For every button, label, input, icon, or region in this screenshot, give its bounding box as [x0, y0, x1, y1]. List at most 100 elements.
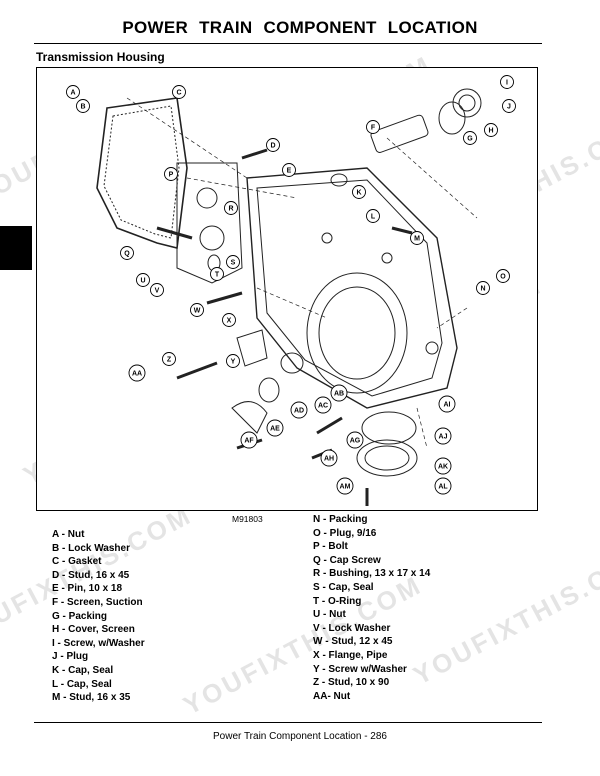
legend-item: B - Lock Washer [52, 542, 130, 554]
callout-ae: AE [266, 419, 284, 437]
legend-item: X - Flange, Pipe [313, 649, 388, 661]
legend-item: M - Stud, 16 x 35 [52, 692, 131, 704]
callout-label: A [70, 90, 75, 97]
callout-label: Q [124, 251, 130, 258]
callout-label: AA [132, 371, 142, 378]
callout-a: A [66, 85, 80, 99]
callout-z: Z [162, 352, 176, 366]
callout-label: AF [244, 438, 254, 445]
callout-ag: AG [346, 431, 364, 449]
callout-label: AD [294, 408, 304, 415]
section-tab [0, 226, 32, 270]
callout-c: C [172, 85, 186, 99]
legend-item: C - Gasket [52, 556, 102, 568]
callout-n: N [476, 281, 490, 295]
callout-label: J [507, 104, 511, 111]
legend-item: R - Bushing, 13 x 17 x 14 [313, 568, 431, 580]
callout-s: S [226, 255, 240, 269]
callout-label: N [480, 286, 485, 293]
callout-ac: AC [314, 396, 332, 414]
callout-label: G [467, 136, 473, 143]
legend-item: A - Nut [52, 529, 85, 540]
callout-af: AF [240, 431, 258, 449]
legend-item: S - Cap, Seal [313, 581, 374, 593]
callout-b: B [76, 99, 90, 113]
callout-label: AI [444, 402, 451, 409]
callout-am: AM [336, 477, 354, 495]
callout-j: J [502, 99, 516, 113]
legend-item: D - Stud, 16 x 45 [52, 569, 130, 581]
callout-label: AG [350, 438, 361, 445]
callout-label: K [356, 190, 361, 197]
callout-label: AM [340, 484, 351, 491]
legend-item: L - Cap, Seal [52, 678, 112, 690]
callout-t: T [210, 267, 224, 281]
callout-aa: AA [128, 364, 146, 382]
callout-o: O [496, 269, 510, 283]
legend-left: A - Nut B - Lock Washer C - Gasket D - S… [52, 528, 145, 705]
callout-l: L [366, 209, 380, 223]
callout-label: W [194, 308, 201, 315]
callout-label: B [80, 104, 85, 111]
legend-item: P - Bolt [313, 541, 348, 553]
footer-rule [34, 722, 542, 723]
callout-label: AE [270, 426, 280, 433]
page-footer: Power Train Component Location - 286 [213, 731, 387, 742]
legend-item: H - Cover, Screen [52, 624, 135, 636]
callout-m: M [410, 231, 424, 245]
figure-code: M91803 [232, 514, 263, 524]
callout-label: Y [231, 359, 236, 366]
callout-ad: AD [290, 401, 308, 419]
legend-item: J - Plug [52, 651, 89, 663]
callout-f: F [366, 120, 380, 134]
callout-label: F [371, 125, 376, 132]
title-rule [34, 43, 542, 44]
callout-label: AC [318, 403, 328, 410]
callout-ai: AI [438, 395, 456, 413]
callout-label: U [140, 278, 145, 285]
callout-label: V [155, 288, 160, 295]
legend-item: N - Packing [313, 514, 368, 525]
callout-label: I [506, 80, 508, 87]
legend-item: Q - Cap Screw [313, 554, 381, 566]
callout-v: V [150, 283, 164, 297]
callout-label: AH [324, 456, 334, 463]
legend-item: E - Pin, 10 x 18 [52, 583, 123, 595]
legend-item: U - Nut [313, 609, 346, 621]
legend-item: T - O-Ring [313, 595, 362, 607]
callout-e: E [282, 163, 296, 177]
callout-label: C [176, 90, 181, 97]
callout-aj: AJ [434, 427, 452, 445]
callout-u: U [136, 273, 150, 287]
callout-label: X [227, 318, 232, 325]
section-heading: Transmission Housing [36, 50, 165, 64]
callout-label: AJ [439, 434, 448, 441]
callout-label: AK [438, 464, 448, 471]
callout-w: W [190, 303, 204, 317]
legend-item: V - Lock Washer [313, 622, 391, 634]
legend-item: F - Screen, Suction [52, 596, 143, 608]
callout-label: S [231, 260, 236, 267]
callout-y: Y [226, 354, 240, 368]
callout-d: D [266, 138, 280, 152]
callout-ak: AK [434, 457, 452, 475]
callout-ab: AB [330, 384, 348, 402]
callout-ah: AH [320, 449, 338, 467]
callout-al: AL [434, 477, 452, 495]
legend-right: N - Packing O - Plug, 9/16 P - Bolt Q - … [313, 513, 430, 703]
page-title: POWER TRAIN COMPONENT LOCATION [122, 18, 478, 37]
callout-h: H [484, 123, 498, 137]
callout-q: Q [120, 246, 134, 260]
callout-label: T [215, 272, 220, 279]
legend-item: W - Stud, 12 x 45 [313, 636, 393, 648]
callout-label: H [488, 128, 493, 135]
callout-x: X [222, 313, 236, 327]
callout-g: G [463, 131, 477, 145]
legend-item: O - Plug, 9/16 [313, 527, 377, 539]
legend-item: G - Packing [52, 610, 108, 622]
callout-label: M [414, 236, 420, 243]
callout-label: L [371, 214, 376, 221]
callout-label: AB [334, 391, 344, 398]
